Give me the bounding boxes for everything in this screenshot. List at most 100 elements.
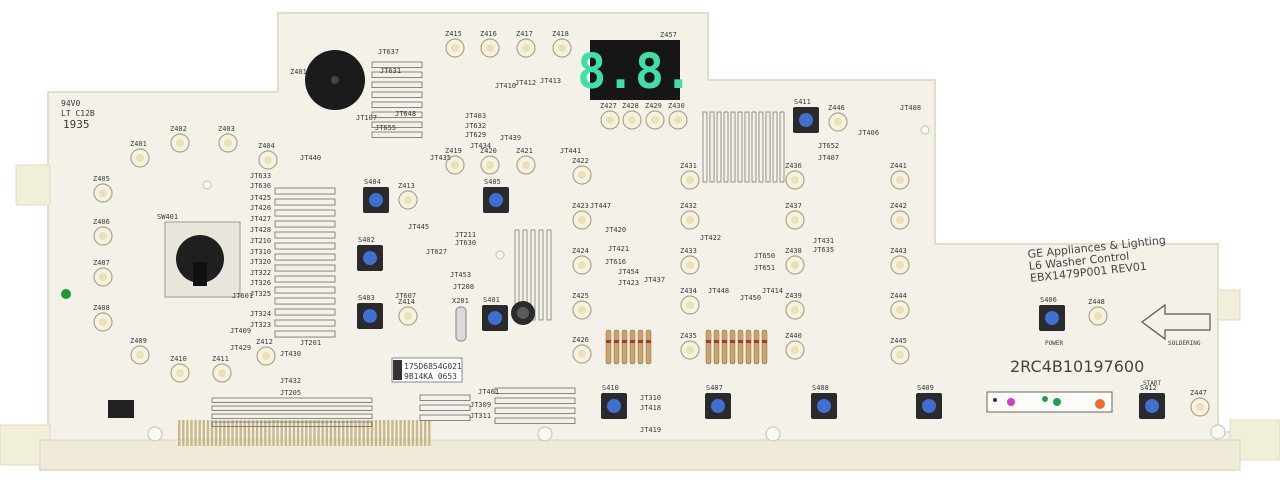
indicator-dot (61, 289, 71, 299)
sticker-line-2: 9B14KA 0653 (404, 372, 457, 381)
resistor (645, 329, 652, 365)
led-core (578, 350, 586, 358)
resistor (753, 329, 760, 365)
silkscreen-label: JT419 (640, 426, 661, 434)
silkscreen-label: JT631 (380, 67, 401, 75)
connector-pin (358, 420, 361, 446)
rotary-selector-knob[interactable] (176, 235, 224, 283)
mount-hole (920, 125, 930, 135)
tactile-button-cap[interactable] (799, 113, 813, 127)
connector-pin (219, 420, 222, 446)
connector-pin (313, 420, 316, 446)
led-core (896, 261, 904, 269)
mount-hole (202, 180, 212, 190)
silkscreen-label: JT407 (818, 154, 839, 162)
crystal (455, 306, 467, 342)
connector-pin (383, 420, 386, 446)
tactile-button-cap[interactable] (488, 311, 502, 325)
connector-pin (321, 420, 324, 446)
tactile-button-cap[interactable] (1145, 399, 1159, 413)
resistor-band (614, 340, 619, 343)
silkscreen-label: JT420 (605, 226, 626, 234)
silkscreen-label: JT326 (250, 279, 271, 287)
led-core (1094, 312, 1102, 320)
silkscreen-label: JT208 (453, 283, 474, 291)
jumper-header (737, 111, 743, 183)
jumper-header (274, 253, 336, 261)
led-ref: Z401 (130, 140, 147, 148)
tactile-button-cap[interactable] (1045, 311, 1059, 325)
tactile-button-cap[interactable] (489, 193, 503, 207)
silkscreen-label: JT107 (356, 114, 377, 122)
resistor (713, 329, 720, 365)
jumper-header (772, 111, 778, 183)
led-core (791, 346, 799, 354)
jumper-header (419, 414, 471, 421)
silkscreen-label: JT655 (375, 124, 396, 132)
silkscreen-label: JT432 (280, 377, 301, 385)
jumper-header (274, 330, 336, 338)
connector-pin (419, 420, 423, 446)
tactile-button-cap[interactable] (369, 193, 383, 207)
sticker-line-1: 175D6854G021 (404, 362, 462, 371)
silkscreen-label: JT453 (450, 271, 471, 279)
jumper-header (723, 111, 729, 183)
silkscreen-label: JT201 (300, 339, 321, 347)
silkscreen-label: JT414 (762, 287, 783, 295)
resistor-band (638, 340, 643, 343)
silkscreen-label: JT408 (900, 104, 921, 112)
jumper-header (211, 397, 373, 403)
connector-pin (186, 420, 189, 446)
led-core (486, 44, 494, 52)
silkscreen-label: JT454 (618, 268, 639, 276)
led-core (218, 369, 226, 377)
button-ref: S410 (602, 384, 619, 392)
tactile-button-cap[interactable] (922, 399, 936, 413)
led-ref: Z437 (785, 202, 802, 210)
led-core (674, 116, 682, 124)
silkscreen-label: JT427 (250, 215, 271, 223)
connector-pin (227, 420, 230, 446)
led-core (99, 232, 107, 240)
connector-pin (391, 420, 394, 446)
silkscreen-label: JT435 (430, 154, 451, 162)
led-ref: Z421 (516, 147, 533, 155)
resistor-band (714, 340, 719, 343)
led-core (651, 116, 659, 124)
jumper-header (494, 417, 576, 424)
led-ref: Z408 (93, 304, 110, 312)
led-ref: Z448 (1088, 298, 1105, 306)
resistor (605, 329, 612, 365)
led-ref: Z410 (170, 355, 187, 363)
connector-pin (317, 420, 320, 446)
led-ref: Z411 (212, 355, 229, 363)
jumper-header (274, 187, 336, 195)
tactile-button-cap[interactable] (607, 399, 621, 413)
resistor (721, 329, 728, 365)
jumper-header (211, 421, 373, 427)
tactile-button-cap[interactable] (363, 309, 377, 323)
tactile-button-cap[interactable] (363, 251, 377, 265)
jumper-header (274, 231, 336, 239)
connector-pin (198, 420, 201, 446)
resistor (737, 329, 744, 365)
connector-pin (231, 420, 234, 446)
led-core (791, 216, 799, 224)
silkscreen-label: JT448 (708, 287, 729, 295)
connector-pin (374, 420, 378, 446)
tactile-button-cap[interactable] (711, 399, 725, 413)
connector-pin (202, 420, 205, 446)
jumper-header (274, 308, 336, 316)
tactile-button-cap[interactable] (817, 399, 831, 413)
led-ref: Z438 (785, 247, 802, 255)
led-ref: Z435 (680, 332, 697, 340)
connector-pin (325, 420, 328, 446)
led-ref: Z431 (680, 162, 697, 170)
connector-pin (272, 420, 275, 446)
jumper-header (702, 111, 708, 183)
silkscreen-label: JT429 (230, 344, 251, 352)
jumper-header (211, 405, 373, 411)
silkscreen-label: JT437 (644, 276, 665, 284)
jumper-header (730, 111, 736, 183)
jumper-header (371, 61, 423, 68)
